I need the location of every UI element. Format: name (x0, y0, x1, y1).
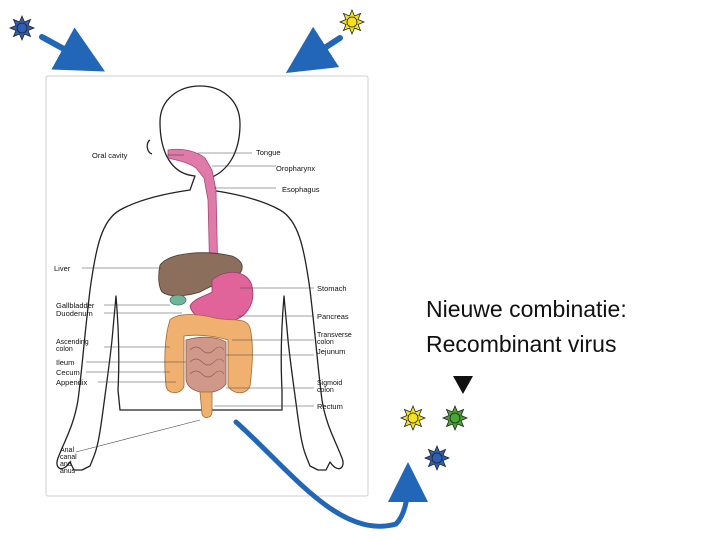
label-sigmoid-colon-1: Sigmoid (317, 380, 342, 387)
caption-line-2: Recombinant virus (426, 331, 616, 358)
label-duodenum: Duodenum (56, 309, 93, 318)
label-pancreas: Pancreas (317, 312, 349, 321)
recombinant-blue-virus-icon (425, 446, 449, 470)
label-ascending-colon-2: colon (56, 346, 73, 353)
yellow-virus-icon (340, 10, 364, 34)
recombinant-yellow-virus-icon (401, 406, 425, 430)
recombinant-green-virus-icon (443, 406, 467, 430)
label-esophagus: Esophagus (282, 185, 320, 194)
gallbladder-shape (170, 295, 186, 305)
label-appendix: Appendix (56, 378, 88, 387)
label-anal-4: anus (60, 468, 76, 475)
label-rectum: Rectum (317, 402, 343, 411)
label-oropharynx: Oropharynx (276, 164, 315, 173)
pointer-triangle (453, 376, 473, 394)
label-anal-2: canal (60, 454, 77, 461)
label-transverse-colon-2: colon (317, 339, 334, 346)
label-liver: Liver (54, 264, 71, 273)
arrow-in-right (306, 38, 340, 60)
label-ileum: Ileum (56, 358, 74, 367)
label-transverse-colon-1: Transverse (317, 332, 352, 339)
arrow-in-left (42, 37, 84, 60)
label-stomach: Stomach (317, 284, 347, 293)
label-tongue: Tongue (256, 148, 281, 157)
label-jejunum: Jejunum (317, 347, 345, 356)
blue-virus-icon (10, 16, 34, 40)
label-sigmoid-colon-2: colon (317, 387, 334, 394)
label-oral-cavity: Oral cavity (92, 151, 128, 160)
label-cecum: Cecum (56, 368, 80, 377)
caption-line-1: Nieuwe combinatie: (426, 296, 627, 323)
label-ascending-colon-1: Ascending (56, 339, 89, 346)
label-anal-1: Anal (60, 447, 74, 454)
label-anal-3: and (60, 461, 72, 468)
rectum-shape (200, 392, 212, 418)
